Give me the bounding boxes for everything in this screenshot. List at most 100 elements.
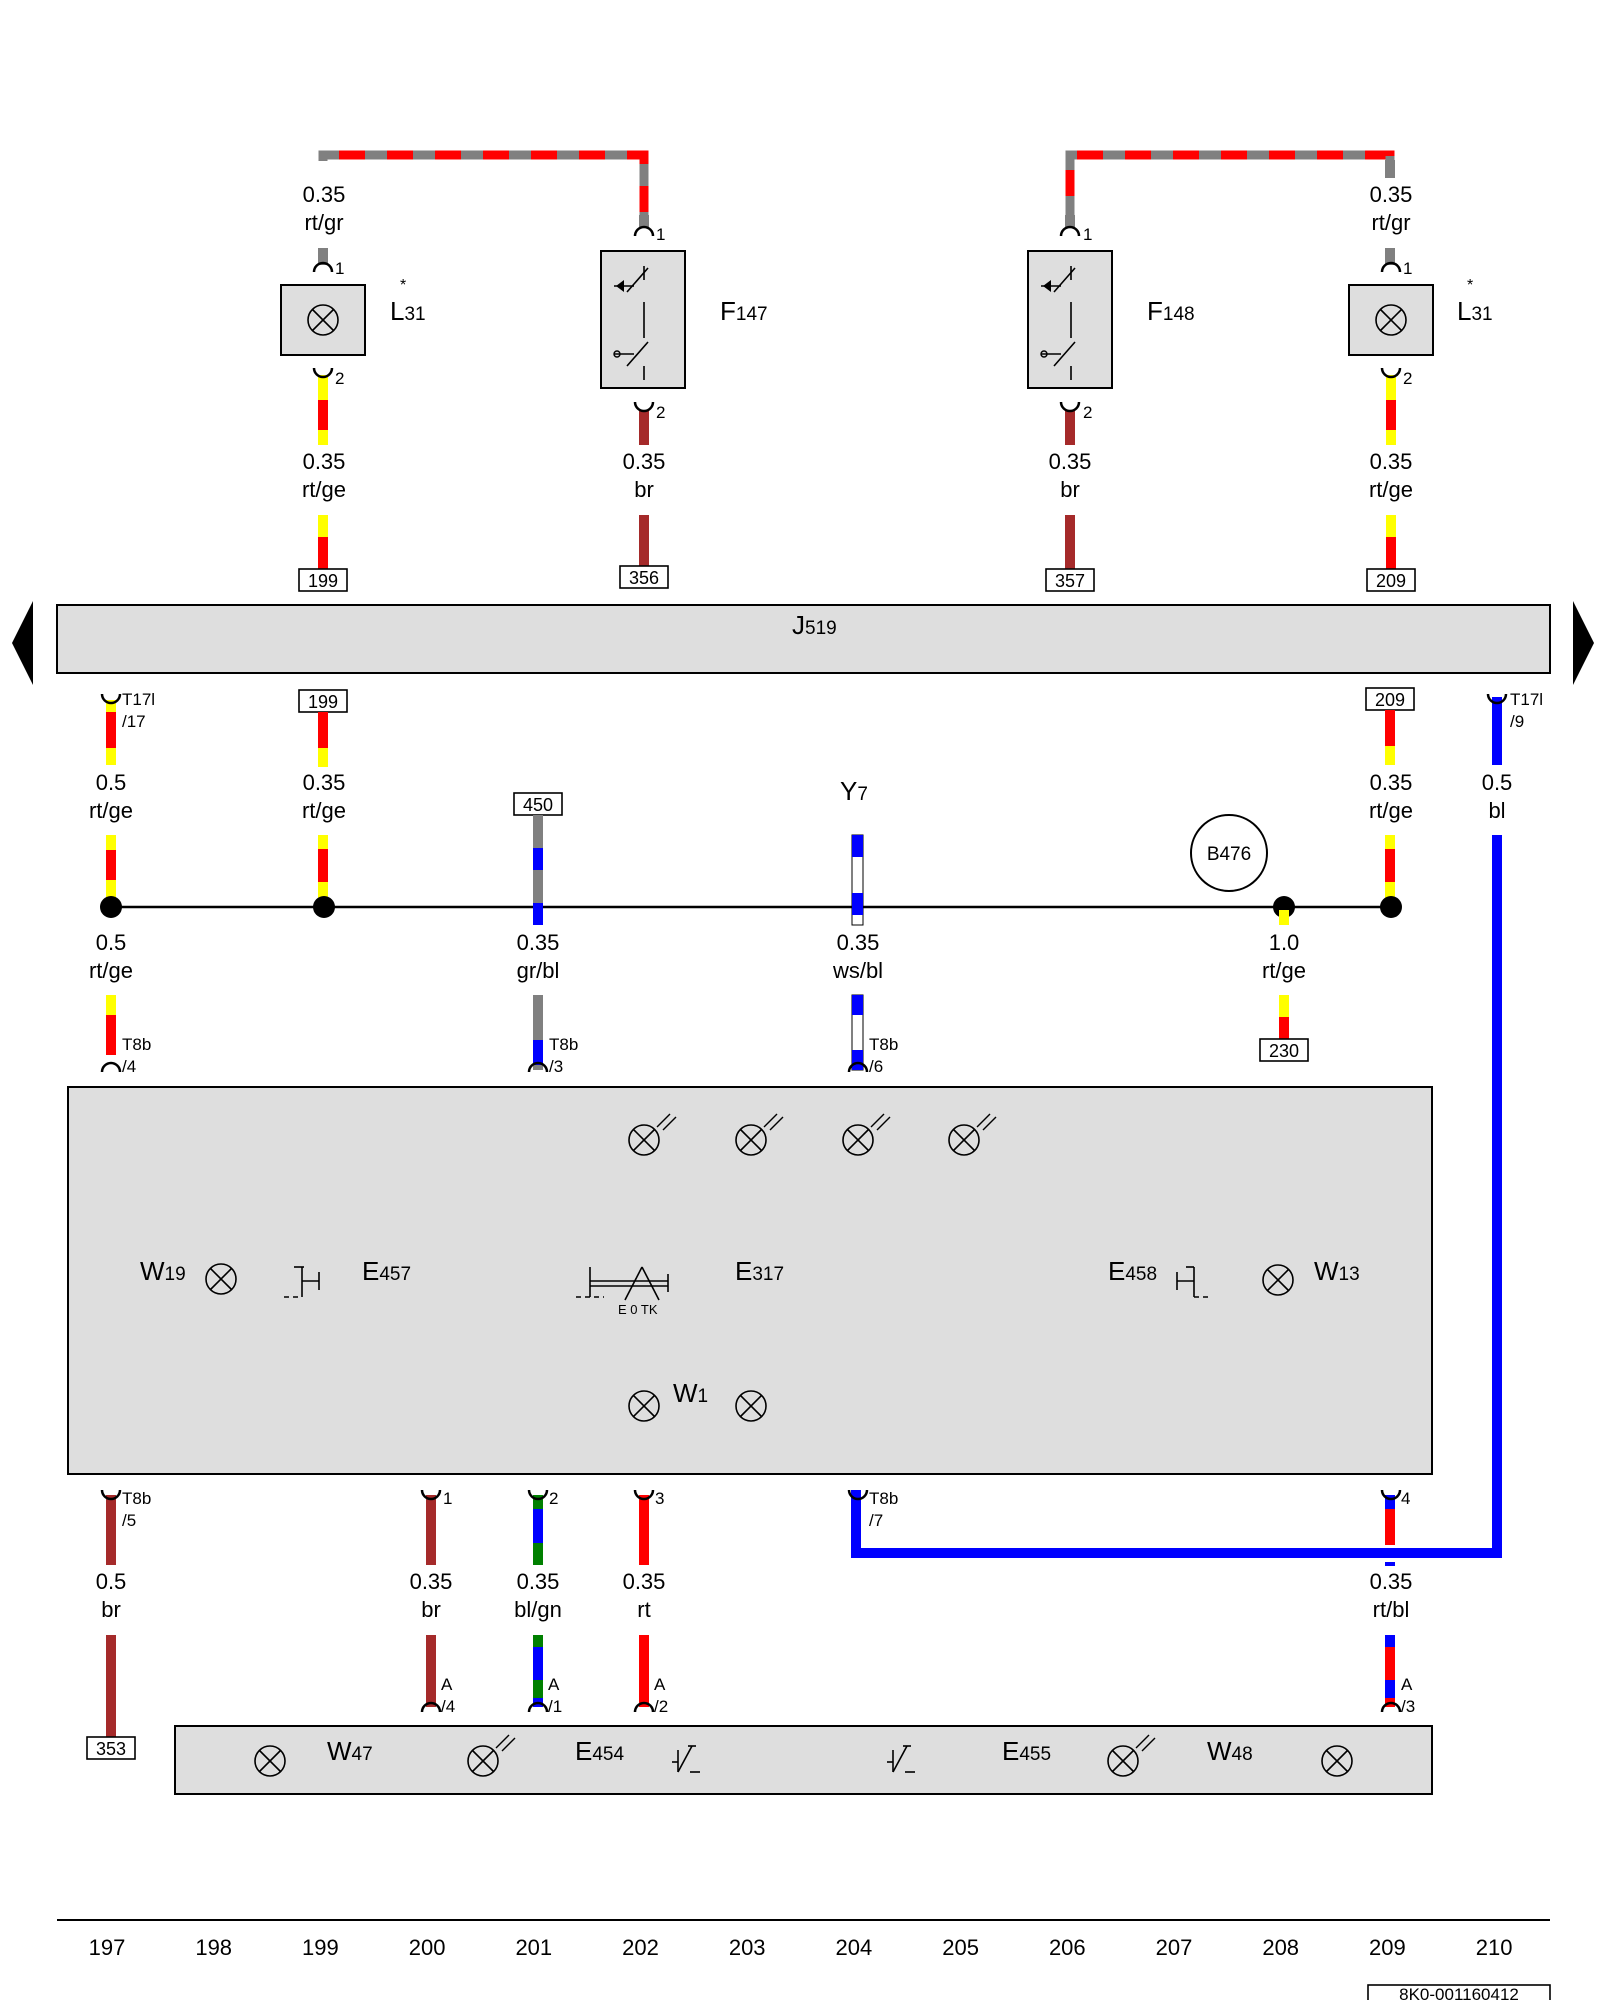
pin-label: /5 (122, 1511, 136, 1530)
lamp-L31-left (280, 284, 366, 356)
column-number: 207 (1156, 1935, 1193, 1960)
ref-box: 209 (1375, 690, 1405, 710)
diagram-id: 8K0-001160412 (1399, 1985, 1519, 2000)
illumination-lamp-icon (842, 1113, 891, 1156)
wire-br-200 (426, 1495, 436, 1565)
junction (1380, 896, 1402, 918)
wire-bl-210-top (1492, 697, 1502, 765)
pin-label: 3 (655, 1489, 664, 1508)
wire-label-gauge: 0.35 (1370, 1569, 1413, 1594)
wire-label-color: rt/bl (1373, 1597, 1410, 1622)
pin-label: T8b (122, 1035, 151, 1054)
wire-label-gauge: 0.35 (623, 449, 666, 474)
wire-label-gauge: 0.35 (1049, 449, 1092, 474)
pin-label: T17l (1510, 690, 1543, 709)
pin-label: /17 (122, 712, 146, 731)
column-number: 204 (836, 1935, 873, 1960)
column-number: 205 (942, 1935, 979, 1960)
column-number: 199 (302, 1935, 339, 1960)
label-B476: B476 (1207, 844, 1251, 865)
wire-gr-bl-201 (533, 815, 543, 1070)
light-switch-unit (67, 1086, 1433, 1475)
wire-L31-right-top-b (1385, 160, 1395, 178)
junction (313, 896, 335, 918)
column-number: 203 (729, 1935, 766, 1960)
label-W19: W19 (140, 1256, 186, 1286)
ref-box: 353 (96, 1739, 126, 1759)
wire-L31-left-top (318, 248, 328, 265)
pin-label: /2 (654, 1697, 668, 1716)
column-number: 197 (89, 1935, 126, 1960)
column-number: 202 (622, 1935, 659, 1960)
wire-L31-right-top (1385, 248, 1395, 265)
wire-rt-ge-209 (1385, 710, 1395, 905)
wire-label-color: br (1060, 477, 1080, 502)
pin-label: T8b (869, 1035, 898, 1054)
switch-F148 (1027, 250, 1113, 389)
wire-label-gauge: 0.35 (517, 930, 560, 955)
wire-br-F148-b (1065, 515, 1075, 569)
column-number: 210 (1476, 1935, 1513, 1960)
control-unit-J519 (12, 601, 1594, 685)
pin-label: T17l (122, 690, 155, 709)
illumination-lamp-icon (628, 1113, 677, 1156)
wire-label-gauge: 0.35 (1370, 770, 1413, 795)
wire-rt-ge-L31-left (318, 375, 328, 570)
wire-label-color: rt/ge (302, 477, 346, 502)
label-W47: W47 (327, 1736, 373, 1766)
column-number: 198 (195, 1935, 232, 1960)
wire-rt-202-b (639, 1635, 649, 1707)
wire-rt-ge-208 (1279, 910, 1289, 1040)
illumination-lamp-icon (735, 1113, 784, 1156)
wire-br-F148 (1065, 410, 1075, 445)
column-number: 206 (1049, 1935, 1086, 1960)
lamp-W1-left-icon (628, 1390, 660, 1422)
column-number: 201 (515, 1935, 552, 1960)
lamp-W19-icon (205, 1263, 237, 1295)
ref-box: 199 (308, 571, 338, 591)
label-W1: W1 (673, 1378, 708, 1408)
pin-label: /6 (869, 1057, 883, 1076)
label-F147: F147 (720, 296, 768, 326)
ground-point-B476 (1190, 814, 1268, 892)
wire-label-color: br (634, 477, 654, 502)
junction (100, 896, 122, 918)
wire-label-gauge: 0.35 (303, 449, 346, 474)
wire-label-gauge: 0.35 (623, 1569, 666, 1594)
wire-bl-gn-201 (533, 1495, 543, 1707)
wire-label-gauge: 0.5 (1482, 770, 1513, 795)
pin-label: 2 (335, 369, 344, 388)
bridge-wire-left (318, 150, 649, 218)
star-L31-left: * (400, 277, 406, 294)
wire-label-gauge: 0.5 (96, 930, 127, 955)
wire-label-gauge: 0.35 (303, 770, 346, 795)
pin-label: T8b (549, 1035, 578, 1054)
lamp-W48-right-icon (1321, 1745, 1353, 1777)
wire-br-F147 (639, 410, 649, 445)
label-Y7: Y7 (840, 776, 868, 806)
pin-label: A (441, 1675, 453, 1694)
connector-symbols (100, 225, 1508, 1713)
pin-label: 1 (443, 1489, 452, 1508)
pin-label: /4 (441, 1697, 455, 1716)
wire-label-color: bl/gn (514, 1597, 562, 1622)
wire-rt-ge-199 (318, 712, 328, 905)
pin-label: 2 (656, 403, 665, 422)
rotary-switch-E317-icon (576, 1266, 669, 1301)
wire-label-gauge: 0.35 (303, 182, 346, 207)
pin-label: A (548, 1675, 560, 1694)
wire-br-F147-b (639, 515, 649, 569)
column-number: 209 (1369, 1935, 1406, 1960)
column-number: 208 (1262, 1935, 1299, 1960)
pin-label: 1 (335, 259, 344, 278)
wire-ws-bl-204 (851, 834, 864, 1071)
pin-label: 1 (1083, 225, 1092, 244)
label-E454: E454 (575, 1736, 624, 1766)
ref-box: 230 (1269, 1041, 1299, 1061)
pin-label: 2 (1083, 403, 1092, 422)
wire-label-color: bl (1488, 798, 1505, 823)
ref-box: 199 (308, 692, 338, 712)
label-L31-right: L31 (1457, 296, 1493, 326)
wire-label-color: rt/ge (302, 798, 346, 823)
